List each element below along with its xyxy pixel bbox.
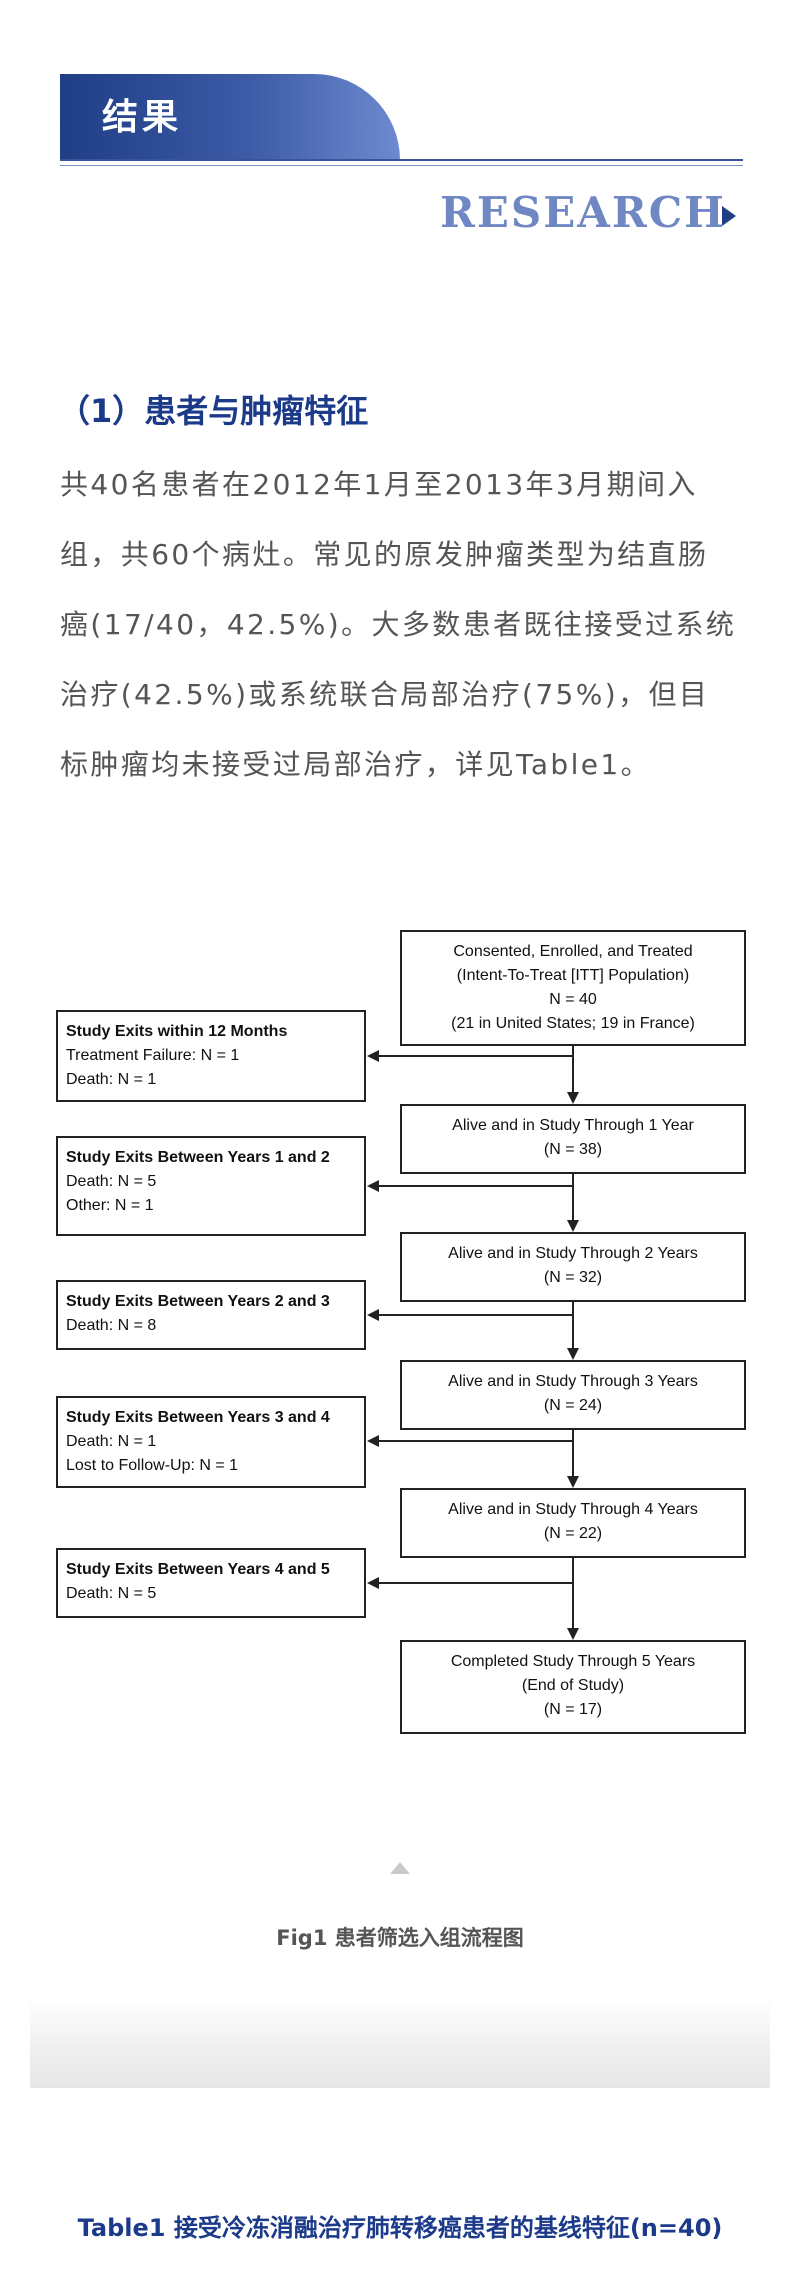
connector-line (572, 1558, 574, 1628)
flow-box-year2: Alive and in Study Through 2 Years (N = … (400, 1232, 746, 1302)
connector-line (572, 1174, 574, 1220)
arrow-left-icon (367, 1435, 379, 1447)
arrow-left-icon (367, 1577, 379, 1589)
flow-box-year4: Alive and in Study Through 4 Years (N = … (400, 1488, 746, 1558)
flow-box-line: (End of Study) (521, 1677, 625, 1694)
exit-box-line: Death: N = 5 (66, 1585, 157, 1602)
exit-box-years-3-4: Study Exits Between Years 3 and 4 Death:… (56, 1396, 366, 1488)
header-banner (60, 74, 400, 160)
patient-flowchart: Consented, Enrolled, and Treated (Intent… (56, 930, 746, 1760)
flow-box-year5: Completed Study Through 5 Years (End of … (400, 1640, 746, 1734)
connector-line (572, 1430, 574, 1476)
connector-line (378, 1314, 573, 1316)
flow-box-line: Alive and in Study Through 1 Year (452, 1117, 694, 1134)
paragraph-line: 治疗(42.5%)或系统联合局部治疗(75%)，但目 (60, 678, 710, 711)
exit-box-years-4-5: Study Exits Between Years 4 and 5 Death:… (56, 1548, 366, 1618)
exit-box-title: Study Exits Between Years 3 and 4 (66, 1409, 330, 1426)
paragraph-line: 癌(17/40，42.5%)。大多数患者既往接受过系统 (60, 608, 737, 641)
header-rule-thin (60, 165, 743, 166)
play-arrow-icon (722, 206, 736, 226)
header-rule (60, 159, 743, 161)
table-title: Table1 接受冷冻消融治疗肺转移癌患者的基线特征(n=40) (77, 2214, 723, 2242)
flow-box-line: Alive and in Study Through 3 Years (448, 1373, 698, 1390)
exit-box-line: Death: N = 1 (66, 1071, 157, 1088)
flow-box-line: (Intent-To-Treat [ITT] Population) (456, 967, 690, 984)
exit-box-title: Study Exits Between Years 2 and 3 (66, 1293, 330, 1310)
header-title: 结果 (102, 97, 183, 138)
arrow-down-icon (567, 1628, 579, 1640)
exit-box-line: Death: N = 5 (66, 1173, 157, 1190)
research-label: RESEARCH (440, 188, 726, 237)
connector-line (572, 1046, 574, 1092)
paragraph-line: 标肿瘤均未接受过局部治疗，详见Table1。 (60, 748, 652, 781)
paragraph-line: 共40名患者在2012年1月至2013年3月期间入 (60, 468, 698, 501)
section-title: （1）患者与肿瘤特征 (58, 392, 369, 430)
section-divider-band (30, 1998, 770, 2088)
flow-box-line: (N = 24) (543, 1397, 603, 1414)
connector-line (378, 1440, 573, 1442)
exit-box-title: Study Exits Between Years 4 and 5 (66, 1561, 330, 1578)
figure-caption: Fig1 患者筛选入组流程图 (276, 1926, 524, 1950)
paragraph-line: 组，共60个病灶。常见的原发肿瘤类型为结直肠 (60, 538, 709, 571)
exit-box-line: Lost to Follow-Up: N = 1 (66, 1457, 239, 1474)
flow-box-line: (N = 32) (543, 1269, 603, 1286)
intro-paragraph: 共40名患者在2012年1月至2013年3月期间入 组，共60个病灶。常见的原发… (60, 450, 750, 800)
exit-box-line: Other: N = 1 (66, 1197, 154, 1214)
flow-box-line: Completed Study Through 5 Years (450, 1653, 696, 1670)
exit-box-line: Death: N = 1 (66, 1433, 157, 1450)
connector-line (378, 1185, 573, 1187)
arrow-down-icon (567, 1476, 579, 1488)
flow-box-line: (N = 17) (543, 1701, 603, 1718)
flow-box-line: Alive and in Study Through 4 Years (448, 1501, 698, 1518)
arrow-left-icon (367, 1050, 379, 1062)
exit-box-years-1-2: Study Exits Between Years 1 and 2 Death:… (56, 1136, 366, 1236)
flow-box-line: (21 in United States; 19 in France) (451, 1015, 695, 1032)
connector-line (378, 1582, 573, 1584)
flow-box-enrolled: Consented, Enrolled, and Treated (Intent… (400, 930, 746, 1046)
arrow-down-icon (567, 1092, 579, 1104)
flow-box-line: Consented, Enrolled, and Treated (453, 943, 693, 960)
flow-box-year1: Alive and in Study Through 1 Year (N = 3… (400, 1104, 746, 1174)
connector-line (378, 1055, 573, 1057)
arrow-down-icon (567, 1220, 579, 1232)
arrow-left-icon (367, 1180, 379, 1192)
connector-line (572, 1302, 574, 1348)
exit-box-line: Death: N = 8 (66, 1317, 157, 1334)
flow-box-line: N = 40 (549, 991, 597, 1008)
exit-box-12-months: Study Exits within 12 Months Treatment F… (56, 1010, 366, 1102)
flow-box-line: Alive and in Study Through 2 Years (448, 1245, 698, 1262)
flow-box-year3: Alive and in Study Through 3 Years (N = … (400, 1360, 746, 1430)
exit-box-title: Study Exits within 12 Months (66, 1023, 288, 1040)
exit-box-line: Treatment Failure: N = 1 (66, 1047, 240, 1064)
flow-box-line: (N = 22) (543, 1525, 603, 1542)
exit-box-years-2-3: Study Exits Between Years 2 and 3 Death:… (56, 1280, 366, 1350)
arrow-down-icon (567, 1348, 579, 1360)
flow-box-line: (N = 38) (543, 1141, 603, 1158)
arrow-left-icon (367, 1309, 379, 1321)
caption-triangle-icon (390, 1862, 410, 1874)
exit-box-title: Study Exits Between Years 1 and 2 (66, 1149, 330, 1166)
